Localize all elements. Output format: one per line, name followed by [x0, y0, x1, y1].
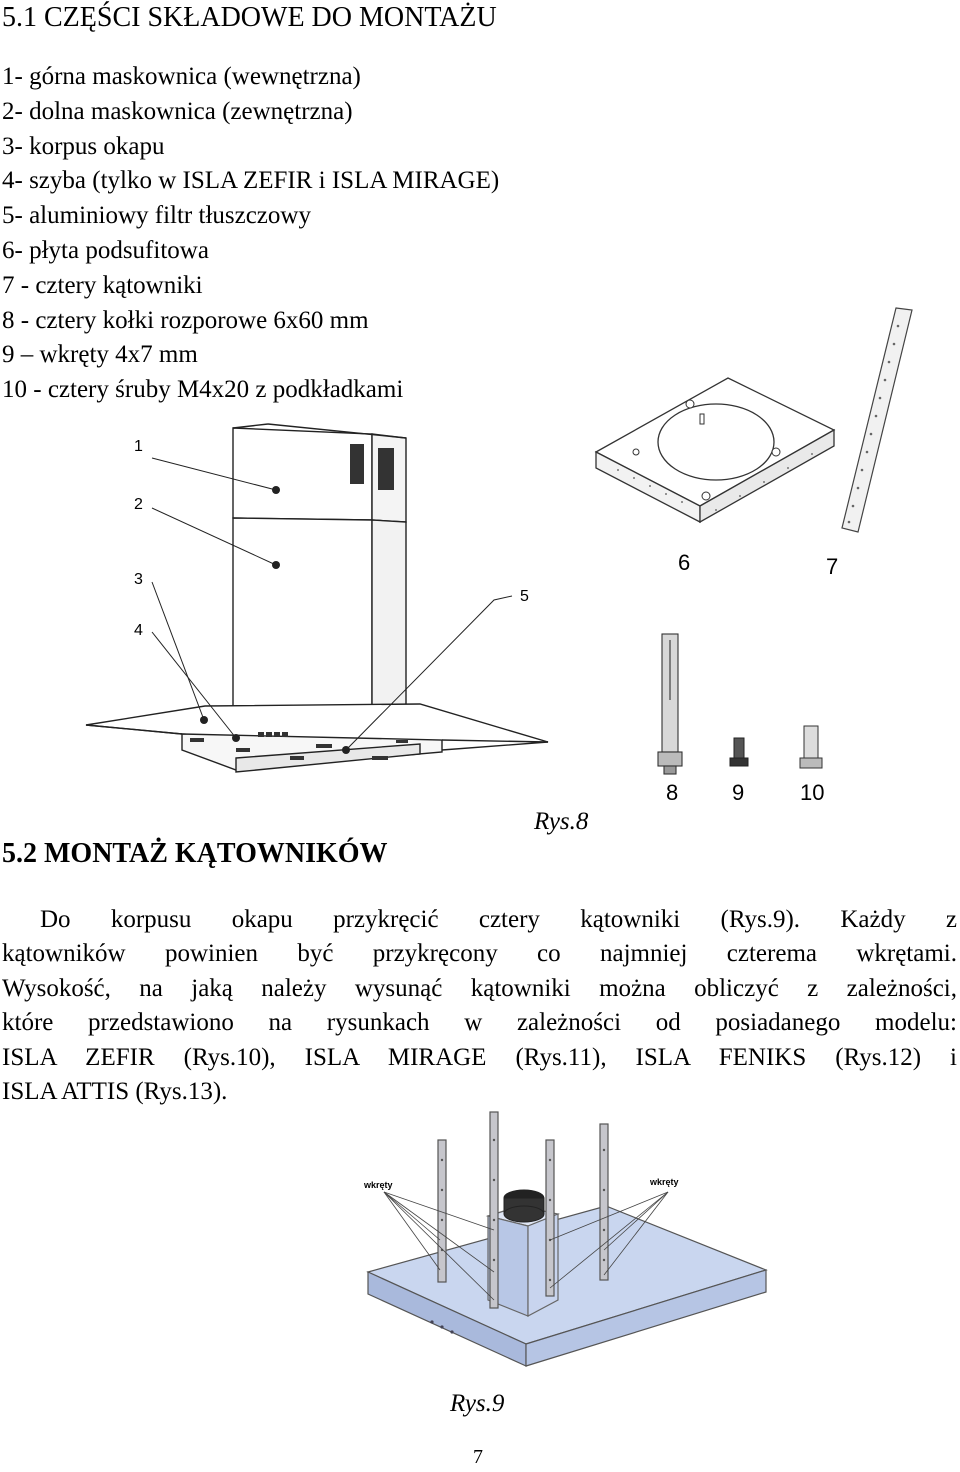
- list-item: 10 - cztery śruby M4x20 z podkładkami: [2, 376, 404, 404]
- list-item: 2- dolna maskownica (zewnętrzna): [2, 97, 353, 125]
- list-item: 4- szyba (tylko w ISLA ZEFIR i ISLA MIRA…: [2, 167, 500, 195]
- list-item: 7 - cztery kątowniki: [2, 271, 203, 299]
- label-screws-right: wkręty: [650, 1177, 679, 1187]
- paragraph-line: kątowników powinien być przykręcony co n…: [2, 940, 957, 968]
- list-item: 8 - cztery kołki rozporowe 6x60 mm: [2, 306, 369, 334]
- part-label-7: 7: [826, 554, 839, 579]
- page-number: 7: [473, 1446, 483, 1468]
- leader-dots: [200, 486, 350, 754]
- figure-caption-rys9: Rys.9: [450, 1390, 505, 1417]
- label-screws-left: wkręty: [364, 1180, 393, 1190]
- lower-chimney: [232, 517, 407, 719]
- callout-4: 4: [134, 622, 143, 639]
- part-label-9: 9: [732, 780, 745, 805]
- hood-body: [85, 703, 549, 773]
- part-label-10: 10: [800, 780, 825, 805]
- paragraph-line: ISLA ZEFIR (Rys.10), ISLA MIRAGE (Rys.11…: [2, 1043, 957, 1071]
- section-title: 5.2 MONTAŻ KĄTOWNIKÓW: [2, 838, 388, 869]
- figure-caption-rys8: Rys.8: [534, 808, 589, 835]
- list-item: 6- płyta podsufitowa: [2, 236, 209, 264]
- leader-lines: [151, 457, 513, 751]
- screw: [729, 737, 749, 767]
- instructions-paragraph: Do korpusu okapu przykręcić cztery kątow…: [2, 903, 957, 1109]
- list-item: 3- korpus okapu: [2, 132, 165, 160]
- paragraph-line: które przedstawiono na rysunkach w zależ…: [2, 1009, 957, 1037]
- parts-list: 1- górna maskownica (wewnętrzna) 2- doln…: [2, 60, 499, 408]
- paragraph-line: Wysokość, na jaką należy wysunąć kątowni…: [2, 974, 957, 1002]
- control-panel: [190, 732, 408, 760]
- bolt: [799, 725, 823, 769]
- vent-grilles: [350, 444, 394, 490]
- part-label-8: 8: [666, 780, 679, 805]
- paragraph-line: ISLA ATTIS (Rys.13).: [2, 1078, 228, 1106]
- section-title: 5.1 CZĘŚCI SKŁADOWE DO MONTAŻU: [2, 2, 497, 33]
- list-item: 9 – wkręty 4x7 mm: [2, 341, 198, 369]
- list-item: 1- górna maskownica (wewnętrzna): [2, 63, 361, 90]
- list-item: 5- aluminiowy filtr tłuszczowy: [2, 202, 311, 230]
- part-label-6: 6: [678, 550, 691, 575]
- anchor: [657, 633, 683, 775]
- callout-2: 2: [134, 496, 143, 513]
- callout-1: 1: [134, 438, 143, 455]
- paragraph-line: Do korpusu okapu przykręcić cztery kątow…: [40, 906, 957, 933]
- callout-3: 3: [134, 571, 143, 588]
- callout-5: 5: [520, 588, 529, 605]
